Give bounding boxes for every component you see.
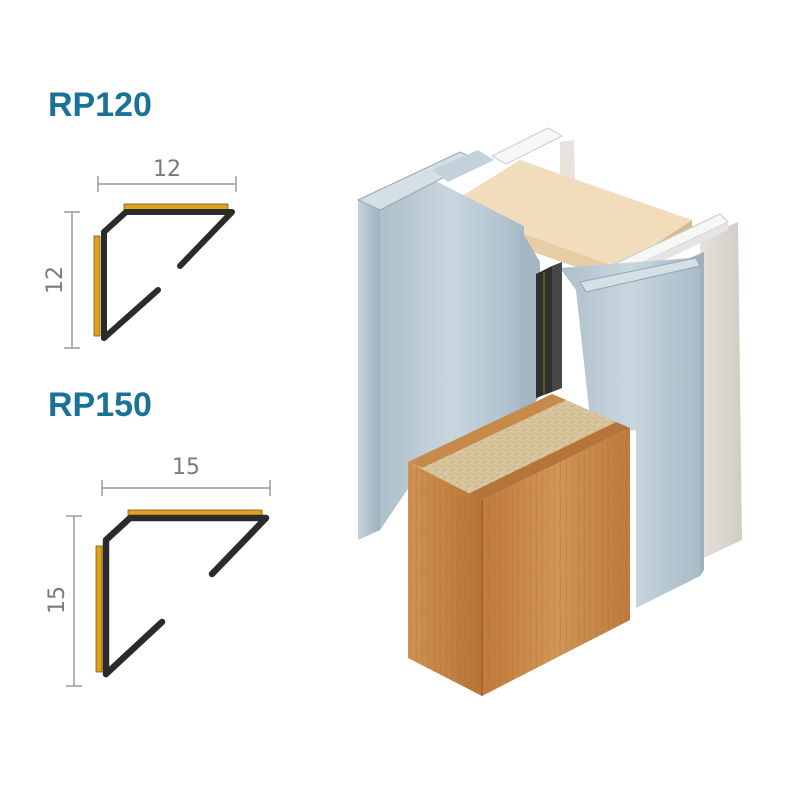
- door-leaf: [408, 394, 630, 696]
- rp120-section: RP120 12 12: [43, 86, 237, 349]
- rp120-height-label: 12: [43, 266, 68, 294]
- rp120-height-dimension: 12: [43, 211, 80, 349]
- rp120-title: RP120: [48, 86, 152, 124]
- rp150-profile-section: [95, 509, 270, 678]
- rp150-section: RP150 15 15: [45, 386, 271, 687]
- rp120-width-label: 12: [153, 157, 181, 182]
- rp150-width-label: 15: [172, 455, 200, 480]
- rp150-width-dimension: 15: [101, 455, 271, 496]
- rp150-title: RP150: [48, 386, 152, 424]
- rp120-width-dimension: 12: [97, 157, 237, 192]
- door-frame-illustration: [356, 127, 742, 696]
- rp150-height-dimension: 15: [45, 515, 82, 687]
- rp120-profile-section: [93, 203, 235, 341]
- black-gasket: [536, 262, 562, 398]
- rp150-height-label: 15: [45, 586, 70, 614]
